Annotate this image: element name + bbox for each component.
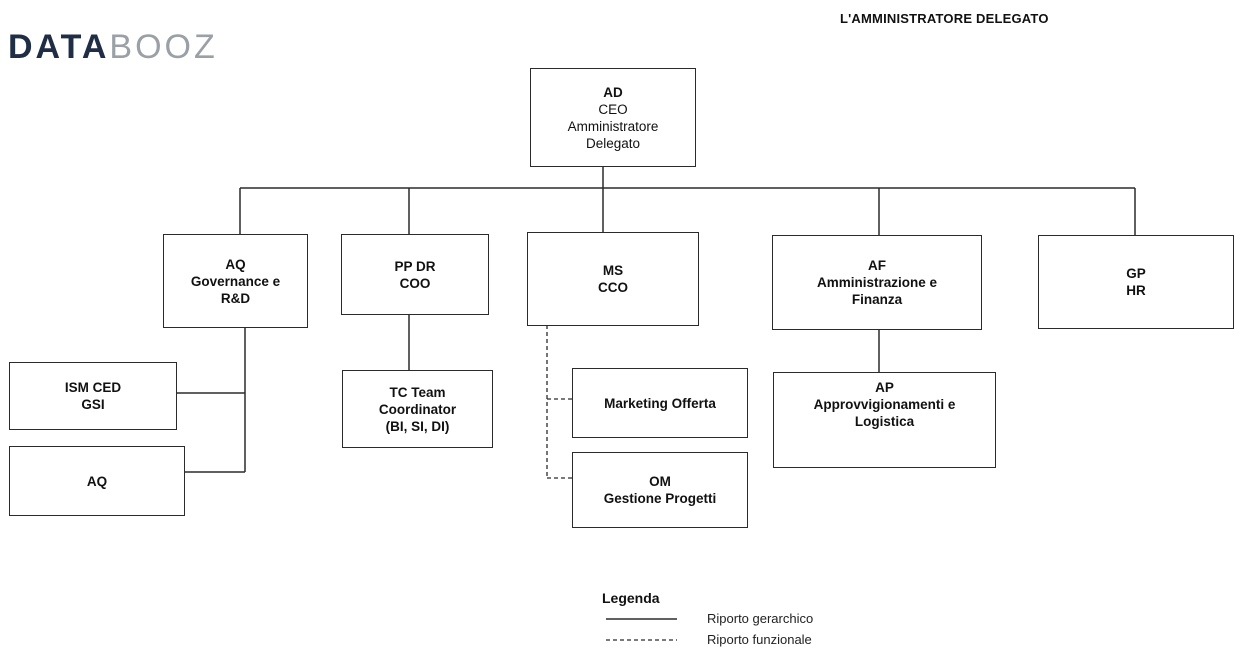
databooz-logo: DATABOOZ [8, 30, 218, 64]
node-ms-line-2: CCO [598, 280, 628, 295]
node-ad-line-3: Amministratore [567, 118, 659, 134]
node-aq-gov-line-1: AQ [225, 256, 246, 272]
node-aq-gov-line-3: R&D [220, 290, 251, 306]
node-af-line-1: AF [868, 258, 886, 273]
node-tc-line-1: TC Team [389, 384, 446, 400]
node-af-line-3: Finanza [851, 292, 903, 307]
node-ism-line-2: GSI [81, 397, 105, 412]
node-ap-line-1: AP [875, 380, 894, 395]
node-ppdr-line-1: PP DR [394, 258, 436, 274]
node-tc-team-coordinator: TC Team Coordinator (BI, SI, DI) [342, 370, 493, 448]
node-aq-line-1: AQ [86, 473, 108, 489]
node-pp-dr-coo: PP DR COO [341, 234, 489, 315]
node-ppdr-line-2: COO [399, 275, 431, 291]
node-ms-cco: MS CCO [527, 232, 699, 326]
node-ism-ced-gsi: ISM CED GSI [9, 362, 177, 430]
node-ism-line-1: ISM CED [64, 380, 122, 395]
node-tc-line-2: Coordinator [378, 401, 457, 417]
node-aq-gov-line-2: Governance e [190, 273, 281, 289]
node-gp-line-1: GP [1126, 266, 1146, 281]
node-tc-line-3: (BI, SI, DI) [385, 418, 450, 434]
node-om-gestione-progetti: OM Gestione Progetti [572, 452, 748, 528]
node-ap-approvvigionamenti: AP Approvvigionamenti e Logistica [773, 372, 996, 468]
node-ad-line-2: CEO [598, 101, 628, 117]
logo-part-booz: BOOZ [109, 28, 218, 66]
logo-part-data: DATA [8, 28, 110, 66]
legend-solid-label: Riporto gerarchico [707, 611, 814, 626]
node-marketing-offerta: Marketing Offerta [572, 368, 748, 438]
node-ms-line-1: MS [602, 263, 624, 278]
node-ap-line-2: Approvvigionamenti e [813, 397, 956, 412]
node-aq: AQ [9, 446, 185, 516]
node-marketing-line-1: Marketing Offerta [604, 395, 716, 411]
node-ap-line-3: Logistica [854, 414, 915, 429]
legend-title: Legenda [602, 590, 660, 606]
node-af-finanza: AF Amministrazione e Finanza [772, 235, 982, 330]
node-af-line-2: Amministrazione e [816, 275, 938, 290]
node-om-line-1: OM [649, 474, 671, 489]
node-om-line-2: Gestione Progetti [603, 491, 717, 506]
legend-dashed-label: Riporto funzionale [707, 632, 812, 647]
node-ad-line-4: Delegato [585, 135, 641, 151]
node-gp-hr: GP HR [1038, 235, 1234, 329]
node-ad-line-1: AD [603, 84, 623, 100]
page-title: L'AMMINISTRATORE DELEGATO [840, 11, 1049, 26]
node-ad-ceo: AD CEO Amministratore Delegato [530, 68, 696, 167]
node-gp-line-2: HR [1126, 283, 1146, 298]
node-aq-governance: AQ Governance e R&D [163, 234, 308, 328]
